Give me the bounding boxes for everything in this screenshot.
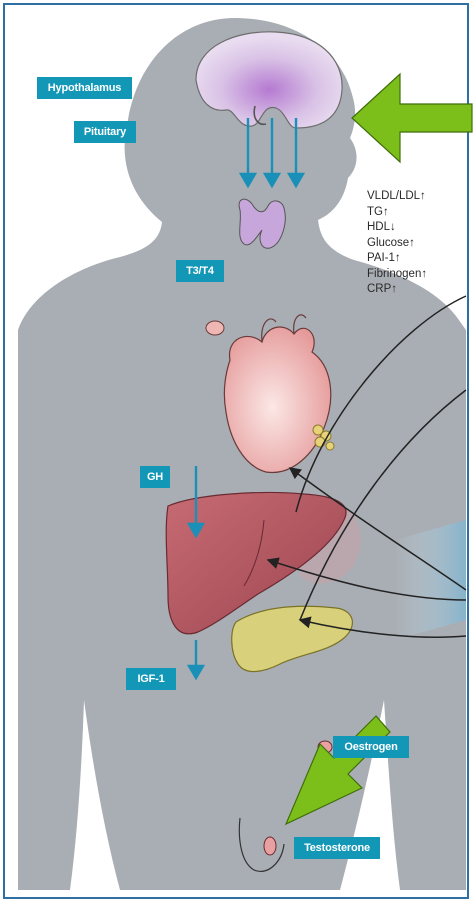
label-hypothalamus: Hypothalamus (37, 77, 132, 99)
testis-icon (264, 837, 276, 855)
marker-item: PAI-1↑ (367, 251, 427, 267)
label-gh: GH (140, 466, 170, 488)
marker-item: VLDL/LDL↑ (367, 189, 427, 205)
marker-item: TG↑ (367, 205, 427, 221)
blood-vessel-band (395, 520, 466, 640)
label-t3t4: T3/T4 (176, 260, 224, 282)
label-oestrogen: Oestrogen (333, 736, 409, 758)
marker-item: Glucose↑ (367, 236, 427, 252)
label-pituitary: Pituitary (74, 121, 136, 143)
risk-marker-list: VLDL/LDL↑ TG↑ HDL↓ Glucose↑ PAI-1↑ Fibri… (367, 189, 427, 298)
label-igf1: IGF-1 (126, 668, 176, 690)
marker-item: CRP↑ (367, 282, 427, 298)
marker-item: Fibrinogen↑ (367, 267, 427, 283)
label-testosterone: Testosterone (294, 837, 380, 859)
marker-item: HDL↓ (367, 220, 427, 236)
green-arrow-icon (352, 74, 472, 162)
